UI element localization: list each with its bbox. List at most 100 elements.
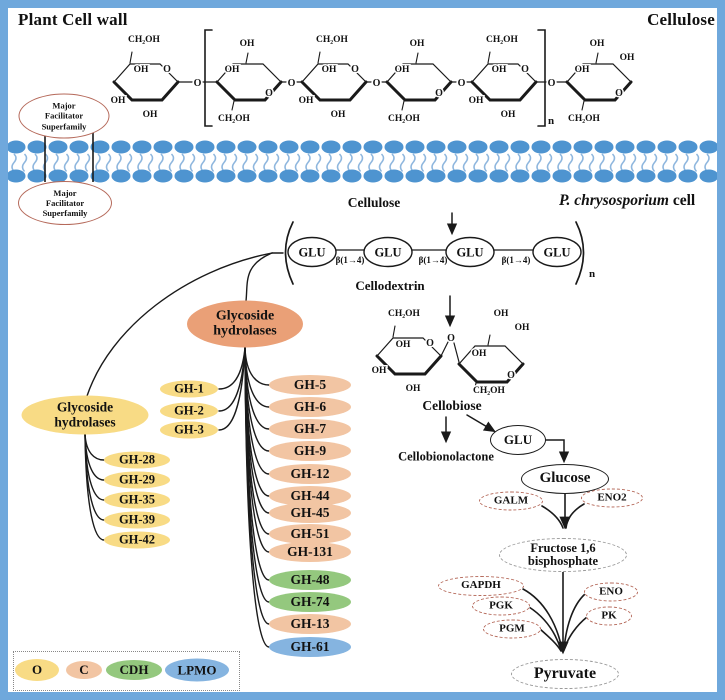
chem-label: CH₂OH [218, 114, 250, 124]
ring-oxygen: O [507, 370, 515, 381]
gh-family-gh-74: GH-74 [269, 592, 351, 612]
enzyme-text: PK [601, 609, 617, 622]
pathway-glu-node: GLU [490, 425, 546, 455]
gh-family-gh-48: GH-48 [269, 570, 351, 590]
chain-subscript-n: n [589, 268, 596, 280]
chem-label: OH [590, 39, 605, 49]
root-line: Glycoside [215, 308, 275, 324]
legend-item-lpmo: LPMO [165, 658, 229, 682]
bond-label: β(1→4) [502, 255, 531, 265]
legend-item-cdh: CDH [106, 660, 162, 680]
ring-oxygen: O [521, 64, 529, 75]
gh-family-gh-39: GH-39 [104, 511, 170, 529]
chem-label: OH [410, 39, 425, 49]
enzyme-text: PGK [489, 599, 513, 612]
enzyme-text: GAPDH [461, 579, 501, 592]
title-cellulose: Cellulose [647, 10, 715, 29]
mfs-line: Major [52, 100, 76, 111]
gh-family-gh-131: GH-131 [269, 542, 351, 562]
glycosidic-oxygen: O [458, 78, 466, 89]
ring-oxygen: O [615, 88, 623, 99]
gh-family-gh-42: GH-42 [104, 531, 170, 549]
gh-family-gh-35: GH-35 [104, 491, 170, 509]
pathway-fructose-node: Fructose 1,6 bisphosphate [499, 538, 627, 572]
chem-label: OH [299, 96, 314, 106]
chem-label: OH [575, 65, 590, 75]
gh-family-gh-29: GH-29 [104, 471, 170, 489]
chem-label: OH [492, 65, 507, 75]
gh-family-gh-13: GH-13 [269, 614, 351, 634]
gh-family-gh-2: GH-2 [160, 402, 218, 420]
ring-oxygen: O [163, 64, 171, 75]
root-line: hydrolases [213, 323, 277, 338]
glu-unit-oval [287, 236, 337, 268]
lipid-bilayer [6, 140, 719, 183]
chem-label: OH [620, 53, 635, 63]
chem-label: OH [372, 366, 387, 376]
enzyme-pk: PK [586, 606, 632, 626]
chem-label: OH [134, 65, 149, 75]
chem-label: CH₂OH [388, 114, 420, 124]
root-line: hydrolases [54, 414, 116, 429]
mfs-line: Facilitator [45, 197, 85, 208]
glu-unit-label: GLU [298, 246, 325, 260]
glu-text: GLU [503, 432, 533, 448]
chem-label: OH [494, 309, 509, 319]
gh-family-gh-6: GH-6 [269, 397, 351, 417]
gh-family-gh-45: GH-45 [269, 503, 351, 523]
glycosidic-oxygen: O [194, 78, 202, 89]
pyruvate-text: Pyruvate [533, 664, 597, 682]
enzyme-eno2: ENO2 [581, 488, 643, 508]
ring-oxygen: O [426, 338, 434, 349]
mfs-oval-top: Major Facilitator Superfamily [18, 93, 110, 139]
ring-oxygen: O [435, 88, 443, 99]
gh-family-gh-1: GH-1 [160, 380, 218, 398]
glu-unit-oval [445, 236, 495, 268]
chem-label: OH [469, 96, 484, 106]
mfs-oval-bottom: Major Facilitator Superfamily [18, 181, 112, 225]
enzyme-gapdh: GAPDH [438, 576, 524, 596]
chem-label: OH [240, 39, 255, 49]
enzyme-pgk: PGK [472, 596, 530, 616]
gh-family-gh-5: GH-5 [269, 375, 351, 395]
enzyme-text: PGM [499, 622, 525, 635]
root-line: Glycoside [56, 399, 114, 415]
pathway-cellobionolactone-label: Cellobionolactone [398, 449, 494, 464]
mfs-line: Superfamily [42, 208, 88, 219]
ring-oxygen: O [351, 64, 359, 75]
bond-label: β(1→4) [419, 255, 448, 265]
legend-item-o: O [15, 659, 59, 681]
pathway-pyruvate-node: Pyruvate [511, 659, 619, 689]
ring-oxygen: O [265, 88, 273, 99]
glu-unit-oval [363, 236, 413, 268]
enzyme-text: ENO [599, 585, 623, 598]
chem-label: CH₂OH [568, 114, 600, 124]
chem-label: CH₂OH [316, 35, 348, 45]
chem-label: OH [472, 349, 487, 359]
chem-label: CH₂OH [486, 35, 518, 45]
chem-label: OH [396, 340, 411, 350]
mfs-line: Facilitator [44, 110, 84, 121]
mfs-line: Major [53, 187, 77, 198]
cell-label: P. chrysosporium cell [559, 192, 695, 210]
gh-family-gh-51: GH-51 [269, 524, 351, 544]
gh-family-gh-7: GH-7 [269, 419, 351, 439]
structure-subscript-n: n [548, 115, 555, 127]
glycosidic-oxygen: O [288, 78, 296, 89]
enzyme-eno: ENO [584, 582, 638, 602]
chem-label: OH [331, 110, 346, 120]
chem-label: OH [406, 384, 421, 394]
chem-label: CH₂OH [473, 386, 505, 396]
gh-family-gh-61: GH-61 [269, 637, 351, 657]
orange-root-glycoside-hydrolases: Glycoside hydrolases [187, 300, 303, 348]
chem-label: CH₂OH [128, 35, 160, 45]
chem-label: OH [515, 323, 530, 333]
enzyme-text: ENO2 [597, 491, 627, 504]
chain-cellodextrin-label: Cellodextrin [355, 278, 425, 293]
glu-unit-oval [532, 236, 582, 268]
glu-unit-label: GLU [456, 246, 483, 260]
chain-cellulose-label: Cellulose [347, 195, 401, 210]
gh-family-gh-28: GH-28 [104, 451, 170, 469]
gh-family-gh-3: GH-3 [160, 421, 218, 439]
